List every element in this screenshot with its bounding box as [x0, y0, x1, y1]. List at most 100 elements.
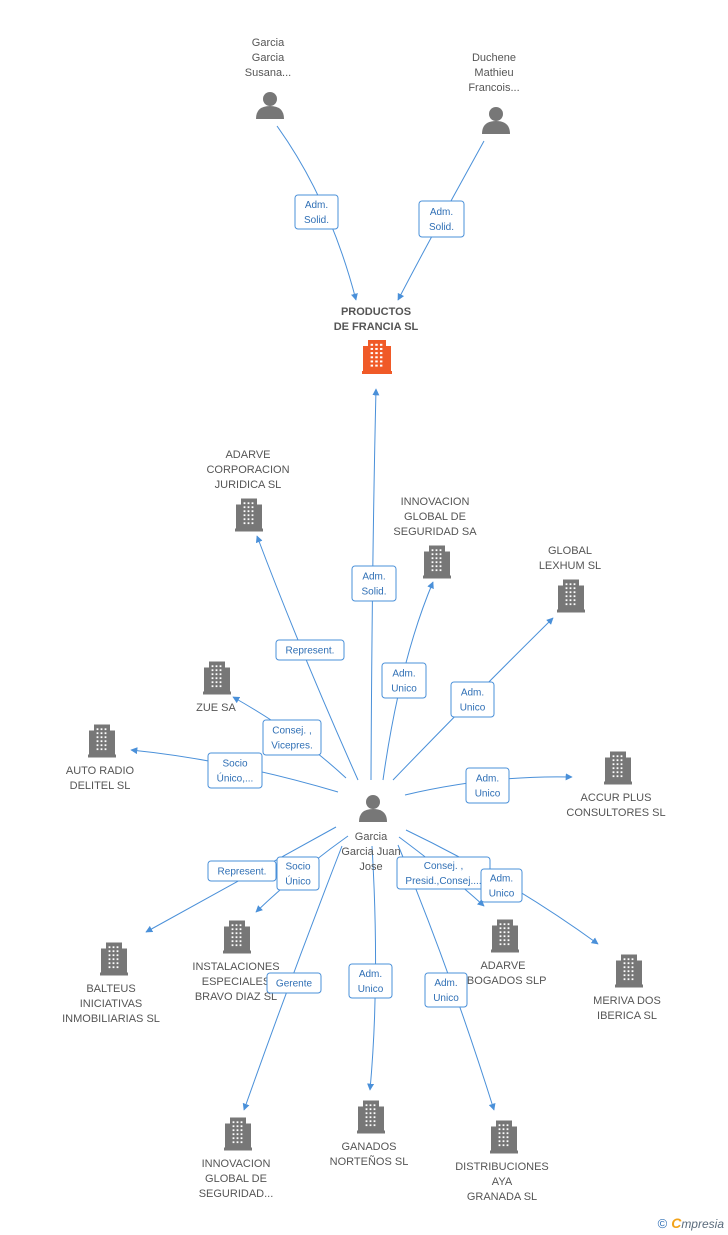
building-icon: [223, 920, 251, 954]
edge-label-line: Consej. ,: [424, 861, 463, 872]
graph-node-company[interactable]: ADARVE ABOGADOS SLP: [460, 919, 547, 988]
node-label-line: DISTRIBUCIONES: [455, 1161, 549, 1173]
node-label-line: Jose: [359, 861, 382, 873]
graph-node-person[interactable]: DucheneMathieuFrancois...: [468, 52, 520, 134]
node-label-line: CORPORACION: [206, 464, 289, 476]
node-label-line: LEXHUM SL: [539, 560, 601, 572]
graph-node-person[interactable]: GarciaGarciaSusana...: [245, 37, 291, 119]
edge-label[interactable]: Adm.Unico: [424, 972, 468, 1008]
edge-label[interactable]: SocioÚnico,...: [207, 752, 263, 789]
node-label-line: ZUE SA: [196, 702, 236, 714]
edge-label[interactable]: Adm. Unico: [465, 767, 510, 804]
node-label-line: PRODUCTOS: [341, 306, 411, 318]
edge-label[interactable]: Adm. Unico: [381, 662, 427, 699]
node-label-line: CONSULTORES SL: [566, 807, 665, 819]
edge-label-box: [266, 972, 322, 994]
person-icon: [359, 795, 387, 822]
building-icon: [357, 1100, 385, 1134]
node-label-line: ABOGADOS SLP: [460, 975, 547, 987]
edge-label-box: [480, 868, 523, 903]
node-label-line: Garcia: [355, 831, 388, 843]
building-icon: [88, 724, 116, 758]
edge-label-line: Solid.: [304, 215, 329, 226]
edge-label-line: Adm.: [476, 774, 499, 785]
node-label-line: ESPECIALES: [202, 976, 270, 988]
edge-labels-layer: Adm.Solid.Adm.Solid.Adm.Solid.Represent.…: [207, 194, 523, 1008]
edge-label-line: Represent.: [218, 867, 267, 878]
edge-label[interactable]: Adm.Solid.: [418, 200, 465, 238]
edge-label[interactable]: Adm.Unico: [480, 868, 523, 903]
node-label-line: GLOBAL DE: [404, 511, 466, 523]
edge-label[interactable]: Adm. Solid.: [294, 194, 339, 230]
node-label-line: JURIDICA SL: [215, 479, 282, 491]
node-label-line: GLOBAL DE: [205, 1173, 267, 1185]
edge-label-line: Unico: [433, 993, 459, 1004]
node-label-line: Duchene: [472, 52, 516, 64]
building-icon: [235, 498, 263, 532]
person-icon: [256, 92, 284, 119]
edge-label[interactable]: Adm.Unico: [450, 681, 495, 718]
edge-label-box: [381, 662, 427, 699]
node-label-line: Garcia: [252, 37, 285, 49]
edge-label[interactable]: Represent.: [207, 860, 277, 882]
edge-label-box: [424, 972, 468, 1008]
building-icon: [557, 579, 585, 613]
edge-label-box: [262, 719, 322, 756]
edge-label-line: Adm.: [430, 207, 453, 218]
edge-label-box: [207, 752, 263, 789]
edge-label[interactable]: Consej. ,Vicepres.: [262, 719, 322, 756]
node-label-line: ADARVE: [480, 960, 525, 972]
building-icon: [491, 919, 519, 953]
node-label-line: IBERICA SL: [597, 1010, 657, 1022]
person-icon: [482, 107, 510, 134]
edge-label[interactable]: Adm. Solid.: [351, 565, 397, 602]
building-icon: [615, 954, 643, 988]
edge-label-box: [275, 639, 345, 661]
edge-label-line: Adm.: [305, 200, 328, 211]
edge-label-line: Vicepres.: [271, 741, 313, 752]
building-icon: [100, 942, 128, 976]
edge-label[interactable]: Gerente: [266, 972, 322, 994]
building-icon: [224, 1117, 252, 1151]
edge-label[interactable]: Represent.: [275, 639, 345, 661]
node-label-line: SEGURIDAD...: [199, 1188, 274, 1200]
brand-initial: C: [671, 1215, 682, 1231]
node-label-line: Garcia: [252, 52, 285, 64]
edge-label-line: Adm.: [362, 572, 385, 583]
edge-label-line: Adm.: [392, 669, 415, 680]
edge-label-line: Unico: [475, 789, 501, 800]
edge-label-box: [418, 200, 465, 238]
node-label-line: Francois...: [468, 82, 519, 94]
node-label-line: INNOVACION: [202, 1158, 271, 1170]
building-icon: [604, 751, 632, 785]
edge-label-line: Único,...: [217, 772, 254, 785]
graph-node-company[interactable]: ZUE SA: [196, 661, 237, 715]
edge-label-line: Solid.: [361, 587, 386, 598]
edge-label-line: Unico: [460, 703, 486, 714]
edge-label-line: Unico: [358, 984, 384, 995]
edge-label-box: [465, 767, 510, 804]
edge-label[interactable]: Adm. Unico: [348, 963, 393, 999]
node-label-line: INMOBILIARIAS SL: [62, 1013, 160, 1025]
edge-label-line: Unico: [391, 684, 417, 695]
brand-logo[interactable]: Cmpresia: [671, 1215, 724, 1231]
edge-label[interactable]: Consej. ,Presid.,Consej....: [396, 856, 491, 890]
graph-node-company[interactable]: INNOVACION GLOBAL DE SEGURIDAD...: [199, 1117, 274, 1201]
edge-label-line: Gerente: [276, 979, 313, 990]
edge-label-line: Socio: [285, 862, 310, 873]
edge-label-line: Adm.: [359, 969, 382, 980]
edge-label-line: Represent.: [286, 646, 335, 657]
